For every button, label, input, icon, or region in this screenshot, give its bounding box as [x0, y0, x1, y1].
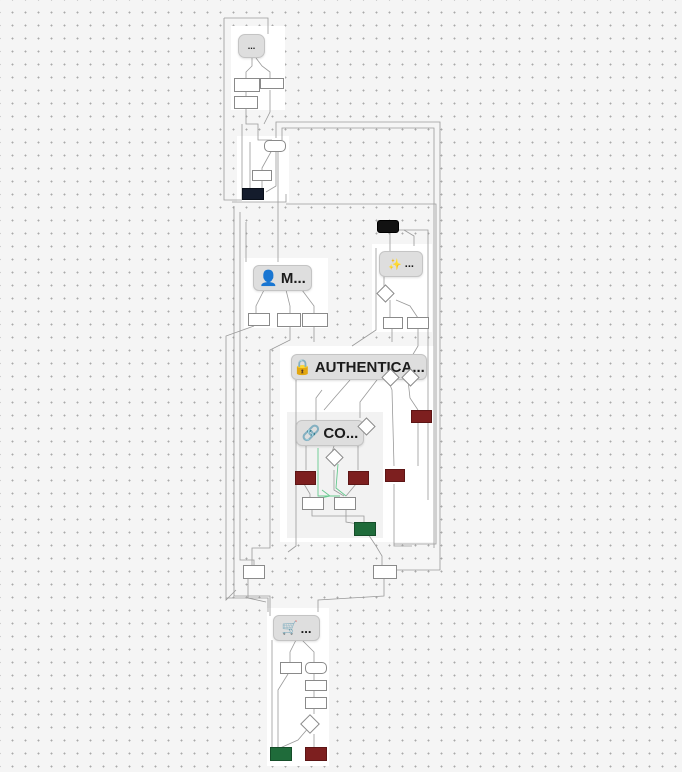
authentication-subgraph-title: 🔒 AUTHENTICA... [291, 354, 427, 380]
top-step-node-2[interactable] [260, 78, 284, 89]
connect-subgraph-title-text: CO... [323, 424, 359, 442]
padlock-icon: 🔒 [293, 359, 312, 376]
checkout-step-node-4[interactable] [305, 697, 327, 709]
top-subgraph-title-text: ... [247, 41, 256, 51]
authentication-subgraph-title-text: AUTHENTICA... [314, 358, 425, 376]
profile-option-node-1[interactable] [248, 313, 270, 326]
profile-option-node-3[interactable] [302, 313, 328, 327]
connect-error-node-1[interactable] [295, 471, 316, 485]
top-step-node-1[interactable] [234, 78, 260, 92]
auth-error-node-1[interactable] [411, 410, 432, 423]
onboarding-step-node-1[interactable] [383, 317, 403, 329]
auth-error-node-2[interactable] [385, 469, 405, 482]
onboarding-subgraph-title: ✨ ... [379, 251, 423, 277]
top-subgraph-title: ... [238, 34, 265, 58]
top-step-node-4[interactable] [252, 170, 272, 181]
connect-subgraph-title: 🔗 CO... [296, 420, 364, 446]
connect-step-node-1[interactable] [302, 497, 324, 510]
user-silhouette-icon: 👤 [259, 270, 278, 287]
sparkles-icon: ✨ [388, 258, 402, 271]
checkout-subgraph-title-text: ... [300, 620, 312, 636]
merge-node-right[interactable] [373, 565, 397, 579]
checkout-success-node[interactable] [270, 747, 292, 761]
top-step-node-3[interactable] [234, 96, 258, 109]
checkout-subgraph-title: 🛒 ... [273, 615, 320, 641]
connect-success-node[interactable] [354, 522, 376, 536]
checkout-step-node-3[interactable] [305, 680, 327, 691]
connect-error-node-2[interactable] [348, 471, 369, 485]
onboarding-subgraph-title-text: ... [404, 258, 414, 270]
onboarding-step-node-2[interactable] [407, 317, 429, 329]
shopping-cart-icon: 🛒 [281, 620, 298, 635]
chain-link-icon: 🔗 [301, 425, 321, 442]
top-terminal-node[interactable] [242, 188, 264, 200]
checkout-error-node[interactable] [305, 747, 327, 761]
profile-subgraph-title-text: M... [280, 269, 306, 287]
start-node[interactable] [377, 220, 399, 233]
checkout-step-node-2[interactable] [305, 662, 327, 674]
checkout-step-node-1[interactable] [280, 662, 302, 674]
connect-step-node-2[interactable] [334, 497, 356, 510]
merge-node-left[interactable] [243, 565, 265, 579]
top-decision-node[interactable] [264, 140, 286, 152]
profile-subgraph-title: 👤 M... [253, 265, 312, 291]
profile-option-node-2[interactable] [277, 313, 301, 327]
